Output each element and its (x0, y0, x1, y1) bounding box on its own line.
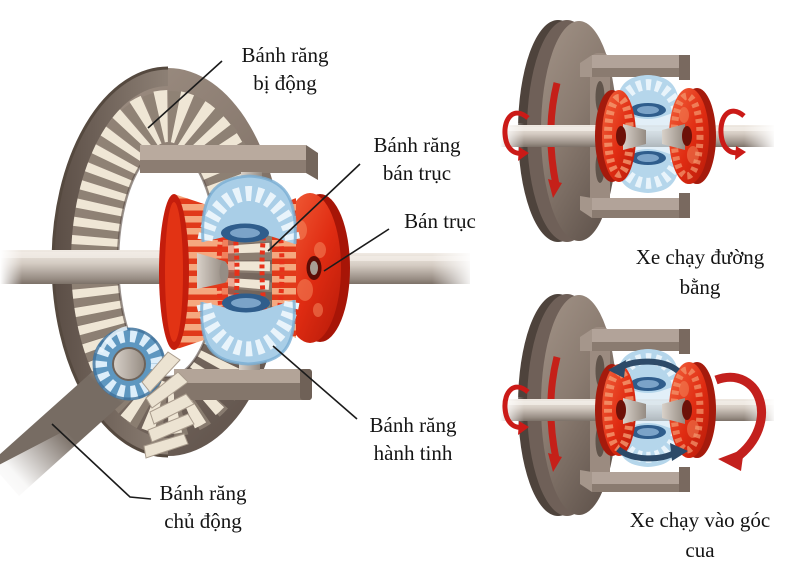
planet-gear-bottom (196, 293, 300, 366)
label-driven-gear: Bánh răng bị động (241, 43, 329, 95)
drive-pinion-assembly (0, 326, 195, 545)
label-side-gear: Bánh răng bán trục (373, 133, 461, 185)
planet-rotation-arrow-top-icon (608, 358, 680, 378)
scene-cornering (500, 294, 776, 516)
main-differential (0, 60, 474, 545)
label-axle-shaft: Bán trục (404, 209, 476, 233)
right-axle-fast-rotation-arrow-icon (714, 373, 766, 471)
leader-lines (51, 60, 390, 500)
planet-gear-top (197, 174, 301, 245)
label-planet-gear: Bánh răng hành tinh (369, 413, 457, 465)
right-axle-rotation-arrow-icon (718, 108, 746, 160)
caption-straight-driving: Xe chạy đường bằng (635, 245, 765, 299)
label-drive-gear: Bánh răng chủ động (159, 481, 247, 533)
planet-rotation-arrow-bottom-icon (616, 443, 688, 462)
caption-cornering: Xe chạy vào góc cua (629, 508, 771, 561)
ring-gear-teeth-fan (141, 351, 195, 459)
scene-straight-driving (500, 20, 776, 242)
